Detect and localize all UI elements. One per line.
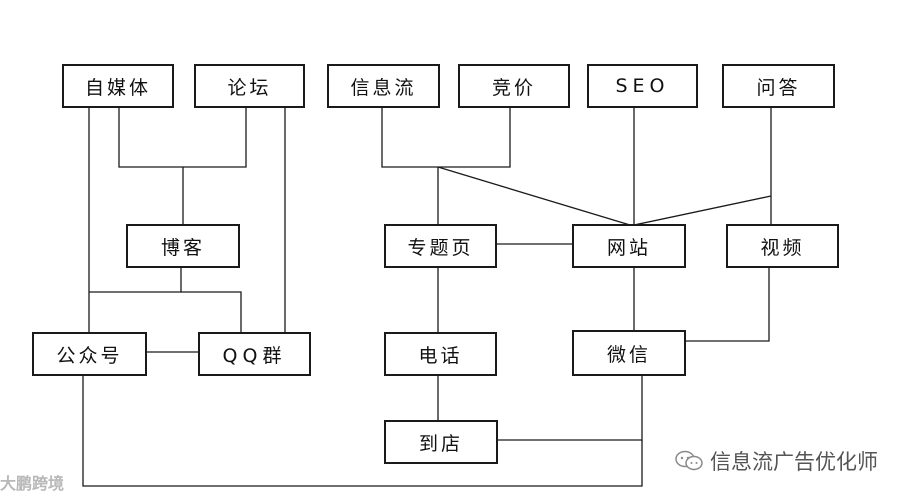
node-seo: SEO <box>587 64 698 108</box>
connector-shipin-weixin <box>684 266 770 342</box>
watermark-left: 大鹏跨境 <box>0 474 65 493</box>
node-xinxiliu: 信息流 <box>327 64 440 108</box>
wechat-icon <box>675 450 703 471</box>
node-wenda: 问答 <box>722 64 835 108</box>
node-zhuantiye: 专题页 <box>384 224 497 268</box>
node-wangzhan: 网站 <box>572 224 686 268</box>
node-luntan: 论坛 <box>194 64 305 108</box>
node-weixin: 微信 <box>572 330 686 376</box>
watermark-right: 信息流广告优化师 <box>674 446 878 476</box>
connector-xinxiliu-jingjia <box>381 106 511 168</box>
node-zimeiti: 自媒体 <box>62 64 174 108</box>
watermark-right-text: 信息流广告优化师 <box>710 450 878 474</box>
node-gongzhonghao: 公众号 <box>32 332 147 376</box>
node-jingjia: 竞价 <box>458 64 570 108</box>
connector-daodian-weixin <box>496 374 643 441</box>
connector-wenda-wangzhan-diag <box>633 195 772 226</box>
connector-boke-qqqun <box>181 291 242 334</box>
connector-zimeiti-luntan-boke <box>118 106 247 168</box>
node-boke: 博客 <box>126 224 240 268</box>
connector-gongzhonghao-bus <box>82 374 643 487</box>
connector-boke-bus <box>89 266 182 293</box>
connector-to-wangzhan-diag <box>437 166 631 226</box>
node-daodian: 到店 <box>384 420 498 464</box>
node-qqqun: QQ群 <box>198 332 311 376</box>
node-dianhua: 电话 <box>384 332 497 376</box>
node-shipin: 视频 <box>726 224 839 268</box>
